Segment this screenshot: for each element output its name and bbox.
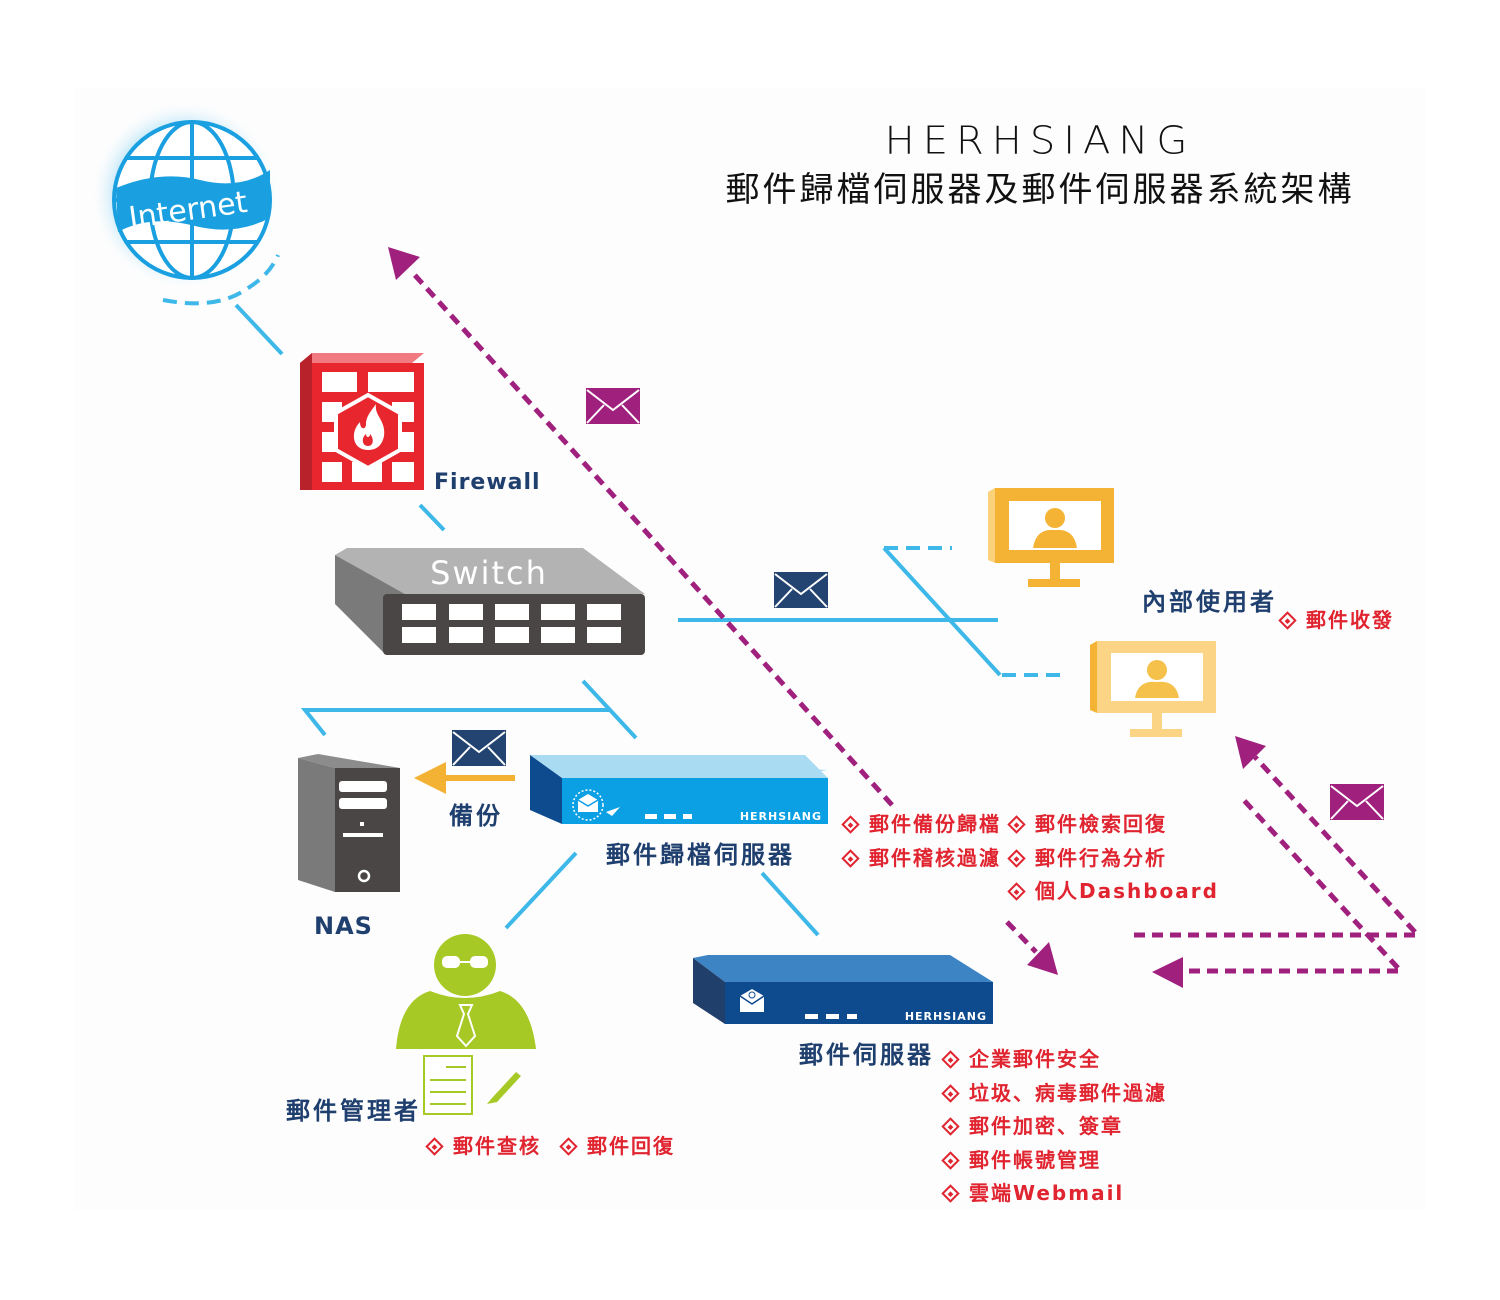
arrowhead-users [1235,736,1266,769]
envelope-icon-purple-top [586,388,640,424]
mail-admin-features: 郵件查核 郵件回復 [424,1130,675,1164]
switch-label: Switch [430,554,548,592]
user-monitor-icon-1 [988,488,1114,587]
diamond-bullet-icon [559,1137,578,1156]
diamond-bullet-icon [941,1184,960,1203]
feature-item: 郵件加密、簽章 [940,1110,1167,1144]
feature-item: 企業郵件安全 [940,1043,1167,1077]
diamond-bullet-icon [1007,882,1026,901]
firewall-icon [300,353,424,490]
link-switch-nas-archive [300,708,638,740]
mail-admin-icon [396,934,536,1115]
backup-label: 備份 [449,802,503,830]
link-internet-dashed [162,254,280,306]
feature-item: 雲端Webmail [940,1177,1167,1211]
feature-item: 郵件備份歸檔 [840,808,1001,842]
network-links [162,254,1060,937]
envelope-icon-navy-switch [774,572,828,608]
feature-item: 郵件查核 [424,1134,541,1158]
flow-right-up [1253,755,1417,934]
mail-device-brand: HERHSIANG [905,1010,987,1023]
link-firewall-switch [418,503,446,532]
diamond-bullet-icon [941,1150,960,1170]
diamond-bullet-icon [1278,611,1297,630]
link-archive-admin [504,851,578,930]
user-monitor-icon-2 [1090,641,1216,737]
internal-users-features: 郵件收發 [1277,604,1394,638]
archive-server-label: 郵件歸檔伺服器 [606,841,795,869]
archive-server-icon: HERHSIANG [530,755,828,824]
feature-item: 郵件收發 [1277,604,1394,638]
arrowhead-left [1152,957,1183,988]
diamond-bullet-icon [1007,815,1026,834]
feature-item: 垃圾、病毒郵件過濾 [940,1077,1167,1111]
feature-item: 郵件檢索回復 [1006,808,1219,842]
diamond-bullet-icon [941,1083,960,1103]
mail-flow-arrows [410,270,1417,974]
diamond-bullet-icon [941,1117,960,1136]
feature-item: 郵件行為分析 [1006,842,1219,876]
arrowhead-mailserver [1027,942,1058,975]
feature-item: 郵件帳號管理 [940,1144,1167,1178]
flow-to-mailserver [1005,920,1038,954]
link-switch-archive [581,679,612,712]
feature-item: 郵件回復 [558,1134,675,1158]
link-internet-firewall [234,303,284,356]
link-archive-mailserver [760,871,820,937]
diamond-bullet-icon [425,1137,444,1156]
flow-right-down [1238,794,1400,970]
diamond-bullet-icon [841,815,860,834]
backup-arrow-icon [414,762,515,794]
internal-users-label: 內部使用者 [1142,588,1277,616]
nas-icon [298,754,400,892]
page-title: 郵件歸檔伺服器及郵件伺服器系統架構 [725,170,1355,210]
flow-archive-to-internet [410,270,894,807]
mail-server-icon: HERHSIANG [693,955,993,1024]
firewall-label: Firewall [434,470,541,495]
brand-logo: HERHSIANG [884,119,1196,163]
mail-server-label: 郵件伺服器 [799,1041,934,1069]
envelope-icon-navy-backup [452,730,506,766]
nas-label: NAS [314,912,373,940]
switch-icon: Switch [335,548,645,655]
arrowhead-internet [388,247,420,280]
feature-item: 個人Dashboard [1006,875,1219,909]
internet-globe-icon: Internet [90,100,280,290]
envelope-icon-purple-right [1330,784,1384,820]
diamond-bullet-icon [941,1050,960,1069]
diamond-bullet-icon [841,848,860,868]
archive-features-col-2: 郵件檢索回復 郵件行為分析 個人Dashboard [1006,808,1219,909]
link-user-diag [882,546,1002,677]
arrowheads [388,247,1266,988]
archive-device-brand: HERHSIANG [740,810,822,823]
diamond-bullet-icon [1007,848,1026,868]
archive-features-col-1: 郵件備份歸檔 郵件稽核過濾 [840,808,1001,875]
mail-admin-label: 郵件管理者 [286,1097,421,1125]
feature-item: 郵件稽核過濾 [840,842,1001,876]
mail-server-features: 企業郵件安全 垃圾、病毒郵件過濾 郵件加密、簽章 郵件帳號管理 雲端Webmai… [940,1043,1167,1211]
